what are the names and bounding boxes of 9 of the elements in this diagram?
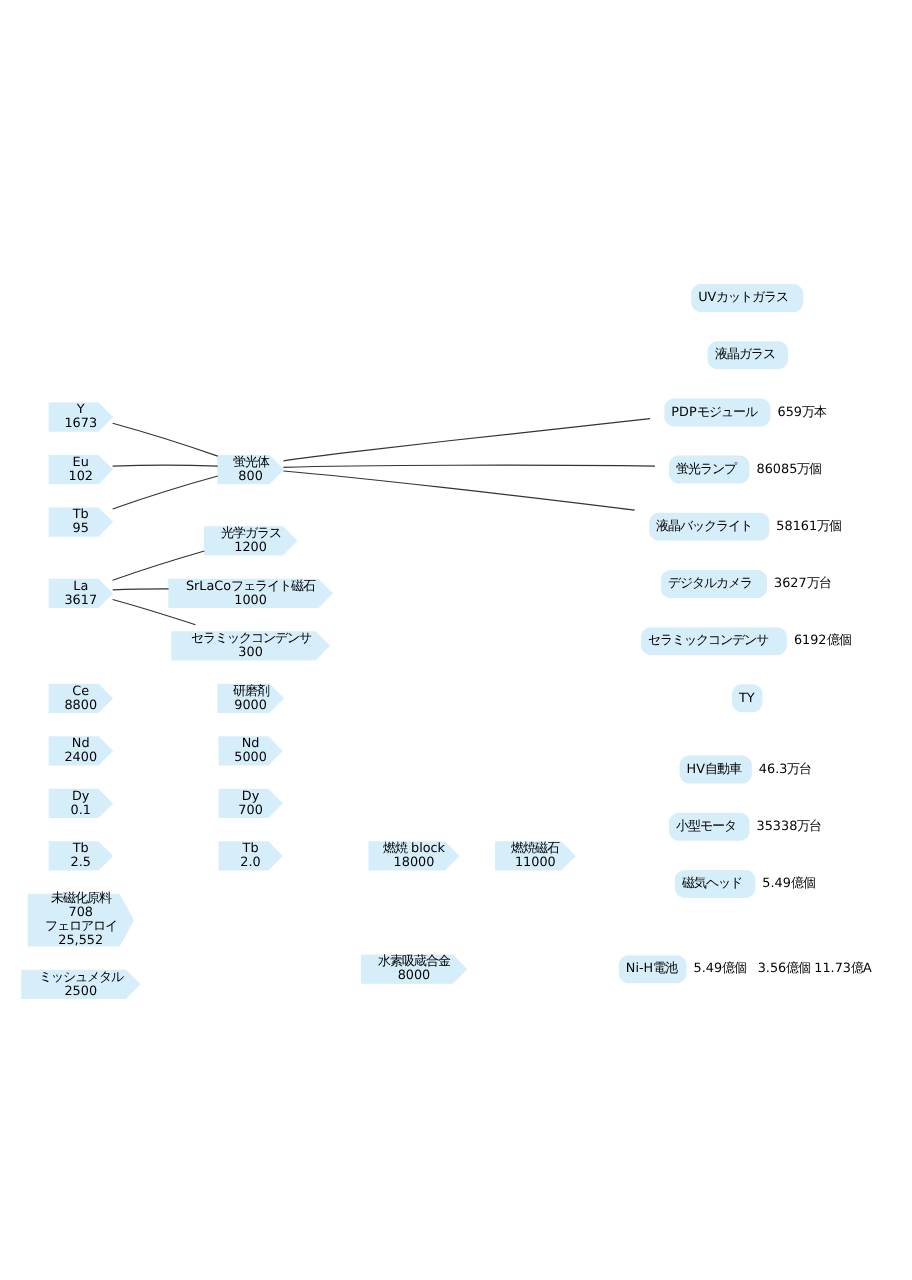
connector	[112, 550, 205, 581]
connector	[282, 470, 636, 511]
connector	[112, 598, 197, 626]
connector	[112, 422, 219, 457]
connector	[112, 475, 219, 510]
connector	[282, 418, 651, 462]
connector	[282, 464, 656, 468]
connector	[112, 588, 170, 591]
connector	[112, 464, 219, 467]
